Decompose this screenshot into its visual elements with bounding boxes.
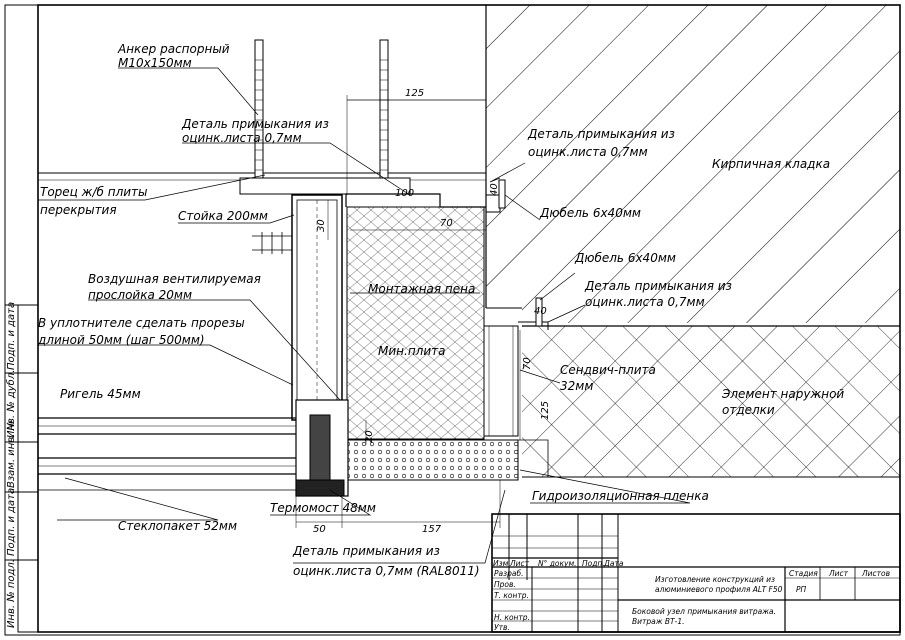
tb-col-date: Дата — [603, 559, 624, 568]
label-detail-bottom: оцинк.листа 0,7мм (RAL8011) — [293, 564, 480, 578]
label-anchor: Анкер распорный — [117, 42, 230, 56]
sandwich-panel — [483, 325, 519, 437]
tb-row-tkontr: Т. контр. — [494, 591, 529, 600]
leader-lines — [38, 67, 691, 564]
tb-col-list: Лист — [509, 559, 530, 568]
label-facing: Элемент наружной — [721, 387, 844, 401]
flashing-top — [345, 193, 486, 208]
label-anchor-size: M10x150мм — [118, 56, 192, 70]
label-transom: Ригель 45мм — [60, 387, 141, 401]
label-dowel: Дюбель 6x40мм — [539, 206, 641, 220]
anchor-bolt — [371, 39, 397, 193]
anchor-bolt — [246, 39, 272, 193]
label-seal-cut: длиной 50мм (шаг 500мм) — [37, 333, 205, 347]
label-facing: отделки — [722, 403, 775, 417]
dim-125-vert: 125 — [540, 401, 551, 420]
tb-row-prov: Пров. — [494, 580, 516, 589]
dim-70-vert: 70 — [522, 357, 533, 370]
label-waterproof: Гидроизоляционная пленка — [532, 489, 709, 503]
tb-sheet-label: Лист — [828, 569, 849, 578]
dim-20: 20 — [364, 430, 375, 443]
label-air-gap: Воздушная вентилируемая — [88, 272, 261, 286]
label-air-gap: прослойка 20мм — [88, 288, 192, 302]
concrete-block — [329, 439, 519, 481]
stamp-label: Инв. № подл. — [6, 559, 17, 628]
label-brickwork: Кирпичная кладка — [712, 157, 830, 171]
dim-40-mid: 40 — [534, 306, 547, 317]
side-stamp: Подп. и дата Инв. № дубл. Взам. инв. № П… — [5, 302, 39, 633]
label-detail-right: Деталь примыкания из — [527, 127, 675, 141]
label-detail-bottom: Деталь примыкания из — [292, 544, 440, 558]
bracket — [239, 177, 411, 195]
label-detail-mid: Деталь примыкания из — [584, 279, 732, 293]
label-thermal-bridge: Термомост 48мм — [270, 501, 376, 515]
label-detail-top: оцинк.листа 0,7мм — [182, 131, 302, 145]
tb-sheet-title: Витраж ВТ-1. — [632, 617, 684, 626]
title-block: Изм. Лист N° докум. Подп. Дата Разраб. П… — [491, 513, 901, 633]
membrane-line — [518, 439, 549, 477]
facing-element — [522, 325, 900, 478]
label-post: Стойка 200мм — [178, 209, 268, 223]
label-sandwich: Сендвич-плита — [560, 363, 656, 377]
dim-100: 100 — [395, 188, 414, 199]
dim-30: 30 — [316, 219, 327, 232]
tb-sheets-label: Листов — [861, 569, 890, 578]
stamp-label: Взам. инв. № — [6, 420, 17, 488]
dim-40-right: 40 — [489, 183, 500, 196]
glass-unit — [38, 417, 300, 491]
tb-project: Изготовление конструкций из — [655, 575, 775, 584]
dim-157: 157 — [422, 524, 442, 535]
brick-wall — [485, 5, 900, 323]
transom-profile — [295, 399, 349, 497]
label-detail-right: оцинк.листа 0,7мм — [528, 145, 648, 159]
label-sandwich: 32мм — [560, 379, 593, 393]
label-detail-top: Деталь примыкания из — [181, 117, 329, 131]
tb-col-doc: N° докум. — [538, 559, 577, 568]
tb-stage-label: Стадия — [789, 569, 818, 578]
tb-stage-value: РП — [796, 585, 807, 594]
tb-sheet-title: Боковой узел примыкания витража. — [632, 607, 776, 616]
tb-row-nkontr: Н. контр. — [494, 613, 530, 622]
label-dowel: Дюбель 6x40мм — [574, 251, 676, 265]
dim-50: 50 — [313, 524, 326, 535]
tb-row-utv: Утв. — [494, 623, 510, 632]
label-glass-unit: Стеклопакет 52мм — [118, 519, 237, 533]
label-mounting-foam: Монтажная пена — [368, 282, 475, 296]
stamp-label: Подп. и дата — [6, 488, 17, 556]
label-seal-cut: В уплотнителе сделать прорезы — [38, 316, 245, 330]
tb-row-razrab: Разраб. — [494, 569, 523, 578]
label-slab-edge: перекрытия — [40, 203, 117, 217]
label-slab-edge: Торец ж/б плиты — [40, 185, 148, 199]
mineral-slab — [346, 206, 485, 440]
dim-70-top: 70 — [440, 218, 453, 229]
tb-col-izm: Изм. — [493, 559, 511, 568]
label-mineral-slab: Мин.плита — [378, 344, 445, 358]
label-detail-mid: оцинк.листа 0,7мм — [585, 295, 705, 309]
tb-project: алюминиевого профиля ALT F50 — [655, 585, 783, 594]
stamp-label: Инв. № дубл. — [5, 370, 17, 438]
stamp-label: Подп. и дата — [6, 302, 17, 370]
mullion-post — [252, 194, 343, 421]
dimension-lines — [295, 95, 521, 528]
tb-col-sign: Подп. — [582, 559, 605, 568]
dim-125-top: 125 — [405, 88, 424, 99]
dowel — [498, 179, 543, 327]
